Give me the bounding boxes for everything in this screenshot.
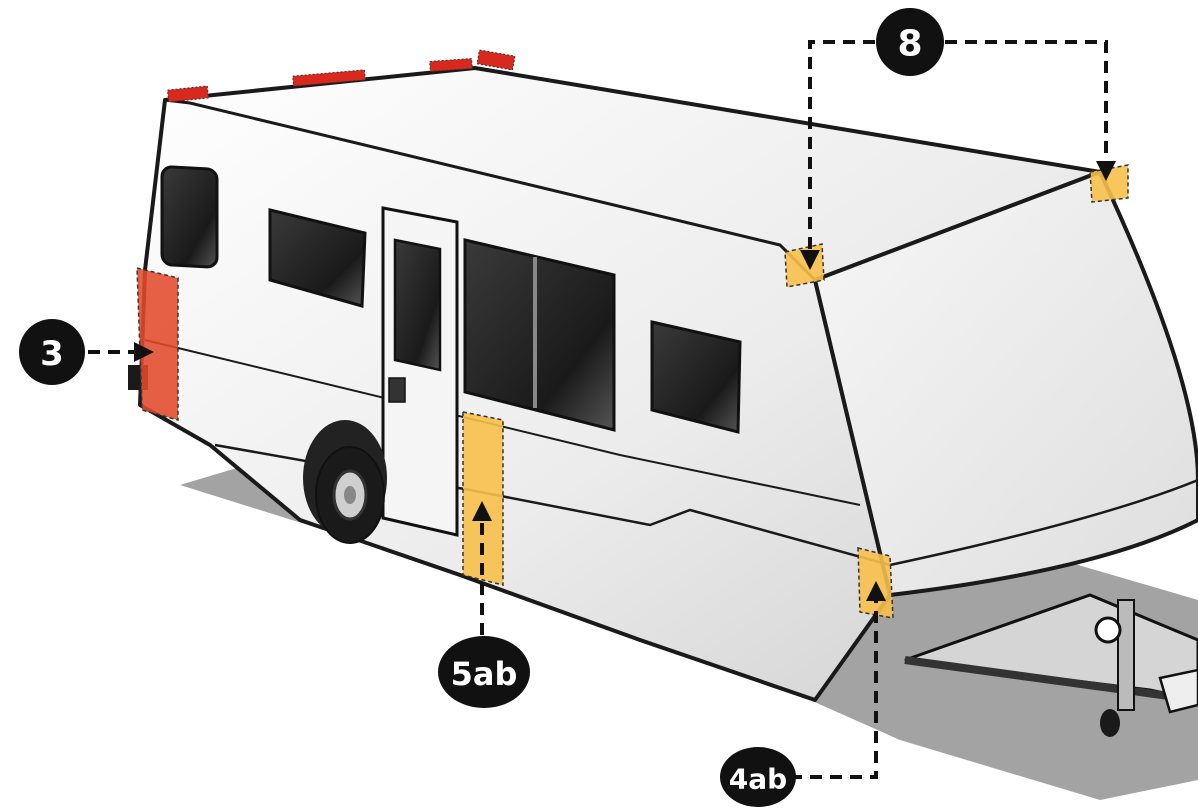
callout-8-label: 8 bbox=[897, 24, 922, 65]
wheel-center bbox=[344, 486, 356, 504]
callout-5ab-label: 5ab bbox=[451, 655, 518, 693]
callout-3-label: 3 bbox=[40, 334, 64, 374]
rear-corner-zone bbox=[137, 268, 178, 420]
door-side-zone bbox=[463, 412, 503, 585]
callout-4ab-label: 4ab bbox=[729, 763, 787, 796]
front-lower-corner-zone bbox=[858, 548, 893, 618]
callout-5ab: 5ab bbox=[438, 636, 530, 708]
callout-4ab: 4ab bbox=[720, 747, 796, 807]
door-handle bbox=[389, 378, 405, 402]
roof-strip-4 bbox=[477, 50, 515, 70]
winch-wheel bbox=[1096, 618, 1120, 642]
jack-wheel bbox=[1100, 709, 1120, 737]
jack-post bbox=[1118, 600, 1134, 710]
door-window bbox=[395, 240, 440, 370]
rear-window bbox=[162, 166, 217, 267]
callout-3: 3 bbox=[19, 319, 85, 385]
callout-8: 8 bbox=[876, 8, 944, 76]
